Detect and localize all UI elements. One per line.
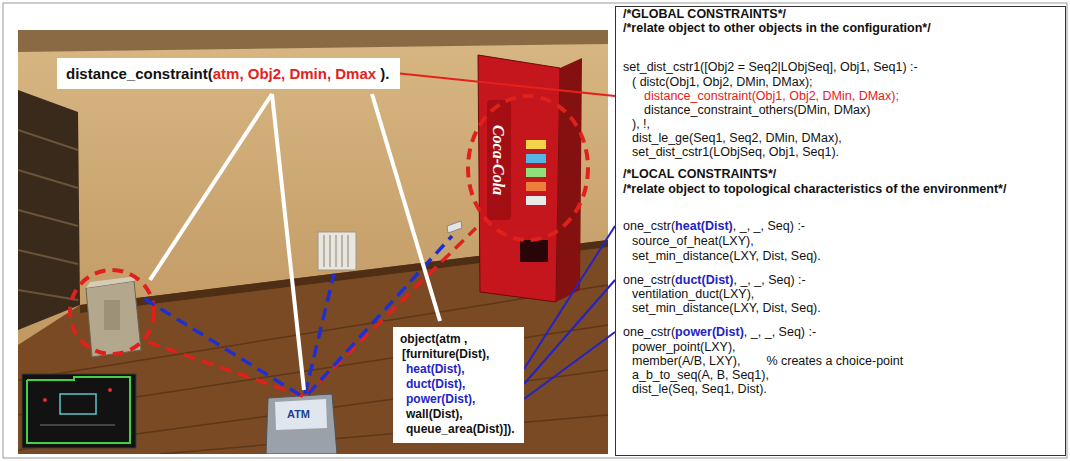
floor-boards	[18, 285, 608, 454]
object-callout: object(atm ,[furniture(Dist),heat(Dist),…	[393, 327, 524, 443]
code-text: set_dist_cstr1(LObjSeq, Obj1, Seq1).	[632, 145, 839, 159]
code-line: one_cstr(heat(Dist), _, _, Seq) :-	[623, 219, 805, 233]
connector-line	[400, 74, 615, 97]
code-line: one_cstr(power(Dist), _, _, Seq) :-	[623, 325, 816, 339]
code-line: set_dist_cstr1(LObjSeq, Obj1, Seq1).	[632, 145, 839, 159]
code-text: /*LOCAL CONSTRAINTS*/	[623, 167, 776, 181]
code-text: , _, _, Seq) :-	[733, 273, 805, 287]
code-line: [furniture(Dist),	[400, 347, 516, 362]
code-line: dist_le(Seq, Seq1, Dist).	[632, 382, 767, 396]
code-text: ), !,	[632, 117, 650, 131]
code-text: /*relate object to topological character…	[623, 182, 1006, 196]
code-text: member(A/B, LXY),	[632, 354, 740, 368]
code-text: heat(Dist)	[675, 219, 733, 233]
code-text: object(atm ,	[400, 332, 467, 346]
region-circles	[70, 96, 588, 354]
code-line: set_min_distance(LXY, Dist, Seq).	[632, 301, 821, 315]
code-text: , _, _, Seq) :-	[733, 219, 805, 233]
code-line: distance_constraint_others(DMin, DMax)	[644, 103, 870, 117]
code-text: dist_le_ge(Seq1, Seq2, DMin, DMax),	[632, 131, 842, 145]
code-line: dist_le_ge(Seq1, Seq2, DMin, DMax),	[632, 131, 842, 145]
connector-line	[524, 332, 615, 399]
wall	[18, 30, 608, 454]
code-line: set_min_distance(LXY, Dist, Seq).	[632, 249, 821, 263]
atm-sign: ATM	[287, 408, 310, 420]
code-text: dist_le(Seq, Seq1, Dist).	[632, 382, 767, 396]
code-line: heat(Dist),	[400, 362, 516, 377]
code-line: ( distc(Obj1, Obj2, DMin, DMax);	[632, 75, 813, 89]
code-text: , _, _, Seq) :-	[744, 325, 816, 339]
code-text: one_cstr(	[623, 219, 675, 233]
code-text: distance_constraint(Obj1, Obj2, DMin, DM…	[644, 89, 899, 103]
code-line: ventilation_duct(LXY),	[632, 287, 754, 301]
code-text: % creates a choice-point	[766, 354, 903, 368]
trash-bin	[86, 276, 141, 357]
code-line: /*GLOBAL CONSTRAINTS*/	[623, 7, 786, 21]
code-line: /*relate object to topological character…	[623, 182, 1006, 196]
atm-machine	[266, 394, 337, 454]
code-text: heat(Dist),	[406, 362, 465, 376]
code-line: /*relate object to other objects in the …	[623, 21, 931, 35]
code-text: set_dist_cstr1([Obj2 = Seq2|LObjSeq], Ob…	[623, 60, 918, 74]
code-text: a_b_to_seq(A, B, Seq1),	[632, 368, 769, 382]
code-line: set_dist_cstr1([Obj2 = Seq2|LObjSeq], Ob…	[623, 60, 918, 74]
code-text: wall(Dist),	[406, 407, 463, 421]
stairwell	[18, 90, 80, 330]
code-line: object(atm ,	[400, 332, 516, 347]
ventilation-duct	[447, 221, 462, 233]
ceiling-edge	[18, 30, 608, 52]
code-line: duct(Dist),	[400, 377, 516, 392]
code-text: set_min_distance(LXY, Dist, Seq).	[632, 249, 821, 263]
code-line: queue_area(Dist)]).	[400, 422, 516, 437]
connector-line	[524, 280, 615, 384]
code-line: a_b_to_seq(A, B, Seq1),	[632, 368, 769, 382]
code-text: power(Dist),	[406, 392, 475, 406]
code-text: duct(Dist),	[406, 377, 465, 391]
code-text: ventilation_duct(LXY),	[632, 287, 754, 301]
code-line: source_of_heat(LXY),	[632, 234, 754, 248]
code-text: atm, Obj2, Dmin, Dmax	[213, 65, 376, 82]
code-text: /*relate object to other objects in the …	[623, 21, 931, 35]
code-text: set_min_distance(LXY, Dist, Seq).	[632, 301, 821, 315]
code-panel: /*GLOBAL CONSTRAINTS*//*relate object to…	[615, 6, 1066, 456]
code-text: distance_constraint_others(DMin, DMax)	[644, 103, 870, 117]
constraint-callout: distance_constraint(atm, Obj2, Dmin, Dma…	[57, 58, 400, 89]
code-line: distance_constraint(Obj1, Obj2, DMin, DM…	[644, 89, 899, 103]
radiator	[318, 232, 356, 270]
code-text: source_of_heat(LXY),	[632, 234, 754, 248]
code-text: ( distc(Obj1, Obj2, DMin, DMax);	[632, 75, 813, 89]
code-text: [furniture(Dist),	[402, 347, 489, 361]
brand-logo: Coca-Cola	[489, 125, 507, 195]
code-line: distance_constraint(atm, Obj2, Dmin, Dma…	[66, 64, 391, 83]
code-line: wall(Dist),	[400, 407, 516, 422]
vending-machine	[478, 55, 582, 302]
code-line: member(A/B, LXY), % creates a choice-poin…	[632, 354, 903, 368]
code-line: ), !,	[632, 117, 650, 131]
code-text: distance_constraint(	[66, 65, 213, 82]
code-text: duct(Dist)	[675, 273, 733, 287]
stair-steps	[18, 130, 78, 300]
code-text: one_cstr(	[623, 325, 675, 339]
figure-frame	[3, 3, 1067, 458]
code-line: /*LOCAL CONSTRAINTS*/	[623, 167, 776, 181]
selection-buttons	[526, 140, 546, 205]
code-text: power_point(LXY),	[632, 340, 736, 354]
code-text: one_cstr(	[623, 273, 675, 287]
code-text: power(Dist)	[675, 325, 744, 339]
code-text: ).	[376, 65, 389, 82]
code-line: power(Dist),	[400, 392, 516, 407]
code-line: power_point(LXY),	[632, 340, 736, 354]
code-text: /*GLOBAL CONSTRAINTS*/	[623, 7, 786, 21]
red-dashed-lines	[142, 228, 476, 396]
code-line: one_cstr(duct(Dist), _, _, Seq) :-	[623, 273, 806, 287]
minimap	[22, 374, 136, 448]
connector-line	[524, 226, 615, 369]
code-text: queue_area(Dist)]).	[406, 422, 515, 436]
